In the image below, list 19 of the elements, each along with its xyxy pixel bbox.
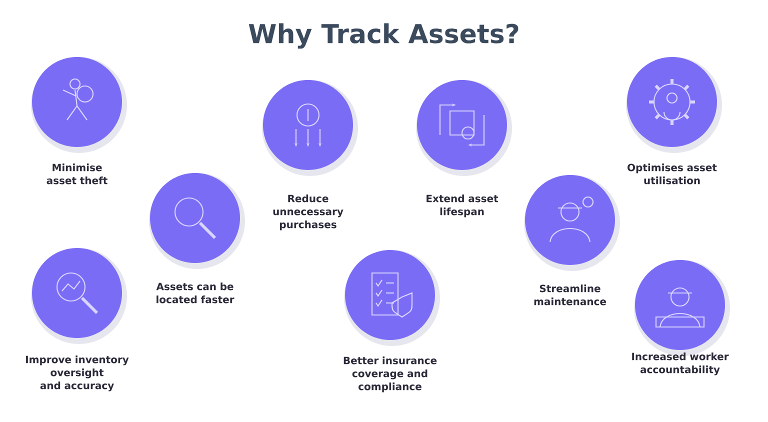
- icon-circle: [635, 260, 725, 350]
- node-label: Minimise asset theft: [46, 164, 108, 184]
- icon-circle: [32, 248, 122, 338]
- icon-circle: [32, 57, 122, 147]
- icon-circle: [627, 57, 717, 147]
- title: Why Track Assets?: [248, 23, 518, 49]
- node-label: Extend asset lifespan: [426, 194, 498, 218]
- icon-circle: [345, 250, 435, 340]
- node-label: Optimises asset utilisation: [628, 164, 717, 184]
- icon-circle: [417, 80, 507, 170]
- icon-circle: [150, 173, 240, 263]
- node-label: Improve inventory oversight and accuracy: [26, 356, 129, 392]
- node-label: Streamline maintenance: [534, 284, 606, 306]
- icon-circle: [525, 175, 615, 265]
- node-label: Better insurance coverage and compliance: [344, 356, 437, 392]
- node-label: Assets can be located faster: [156, 282, 234, 304]
- node-label: Reduce unnecessary purchases: [273, 194, 344, 230]
- icon-circle: [263, 80, 353, 170]
- node-label: Increased worker accountability: [632, 352, 729, 376]
